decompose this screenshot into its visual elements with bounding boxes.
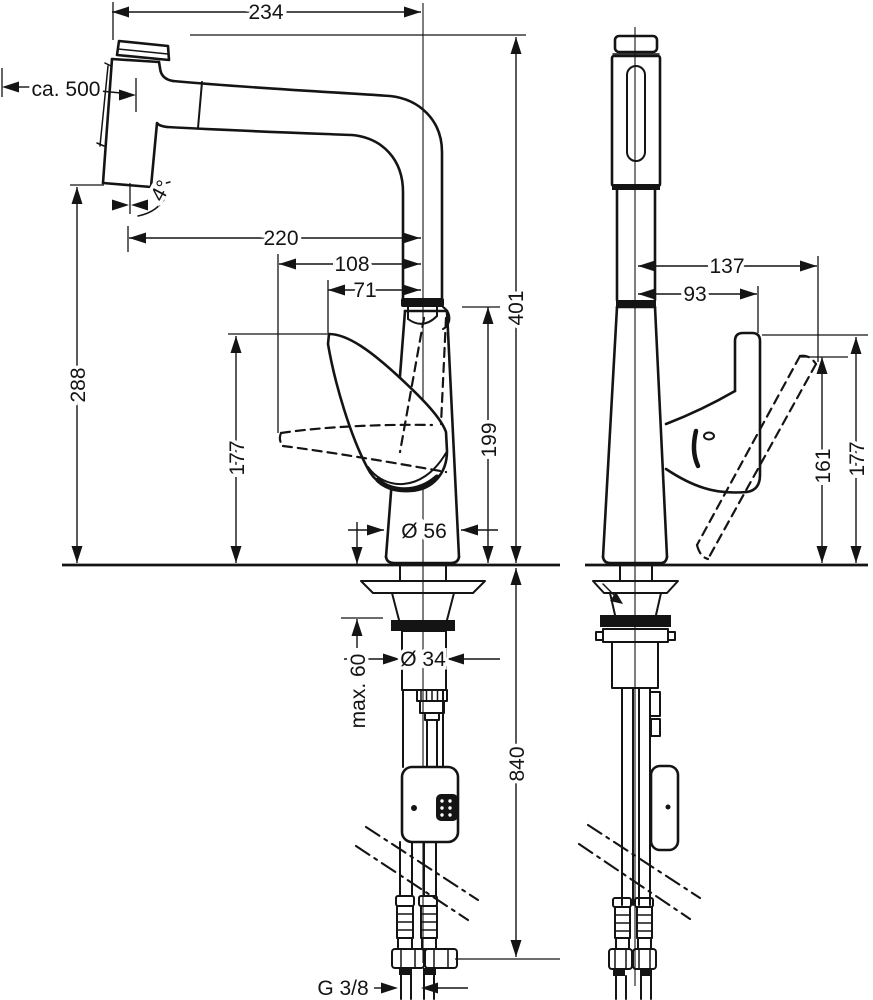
hex-nut [632,948,657,970]
select-button-slot [626,65,646,162]
dim-93: 93 [683,283,706,306]
dim-137: 137 [709,255,744,278]
side-view-faucet [96,39,486,1000]
spray-head-front [610,34,662,307]
dim-max-counter-thickness: max. 60 [347,654,370,729]
front-view-undercounter [577,564,702,1000]
dim-401: 401 [505,290,528,325]
spout-arm [165,79,451,330]
hex-nut [608,948,633,970]
dimension-arrows [2,6,862,994]
handle-front-view [664,331,762,494]
spout-outlet-band [401,298,444,307]
dim-hose-length: 840 [506,746,529,781]
dim-199: 199 [478,422,501,457]
hex-nut [391,948,425,969]
front-view-faucet [577,34,818,1000]
dim-71: 71 [353,279,376,302]
supply-hoses [399,841,437,897]
hose-weight-box-front [649,764,680,852]
break-line [364,825,480,902]
dim-hose-pullout: ca. 500 [32,78,101,101]
dim-288: 288 [67,367,90,402]
dim-161: 161 [812,448,835,483]
side-view-undercounter [354,564,486,1000]
mounting-nut [391,620,455,631]
handle-swing-dashed [695,354,818,561]
break-line [577,842,692,921]
dim-108: 108 [334,253,369,276]
dim-spout-width: 234 [248,1,283,24]
handle-pivot-mark [703,431,715,441]
spray-head [96,39,175,189]
handle-side-view [326,332,449,493]
break-line [586,823,702,900]
pull-rod-arrow [610,592,623,604]
dim-reach-220: 220 [263,227,298,250]
dim-connection-thread: G 3/8 [317,977,368,1000]
break-line [354,844,470,922]
dim-base-diameter: Ø 56 [401,520,447,543]
dim-hole-diameter: Ø 34 [400,648,446,671]
connector-block [436,794,458,821]
faucet-body-front [601,305,669,565]
escutcheon-flange [360,580,486,594]
handle-alt-positions [278,316,448,474]
dim-177-side: 177 [226,440,249,475]
dim-177-front: 177 [846,441,869,476]
hex-nut [424,948,458,969]
